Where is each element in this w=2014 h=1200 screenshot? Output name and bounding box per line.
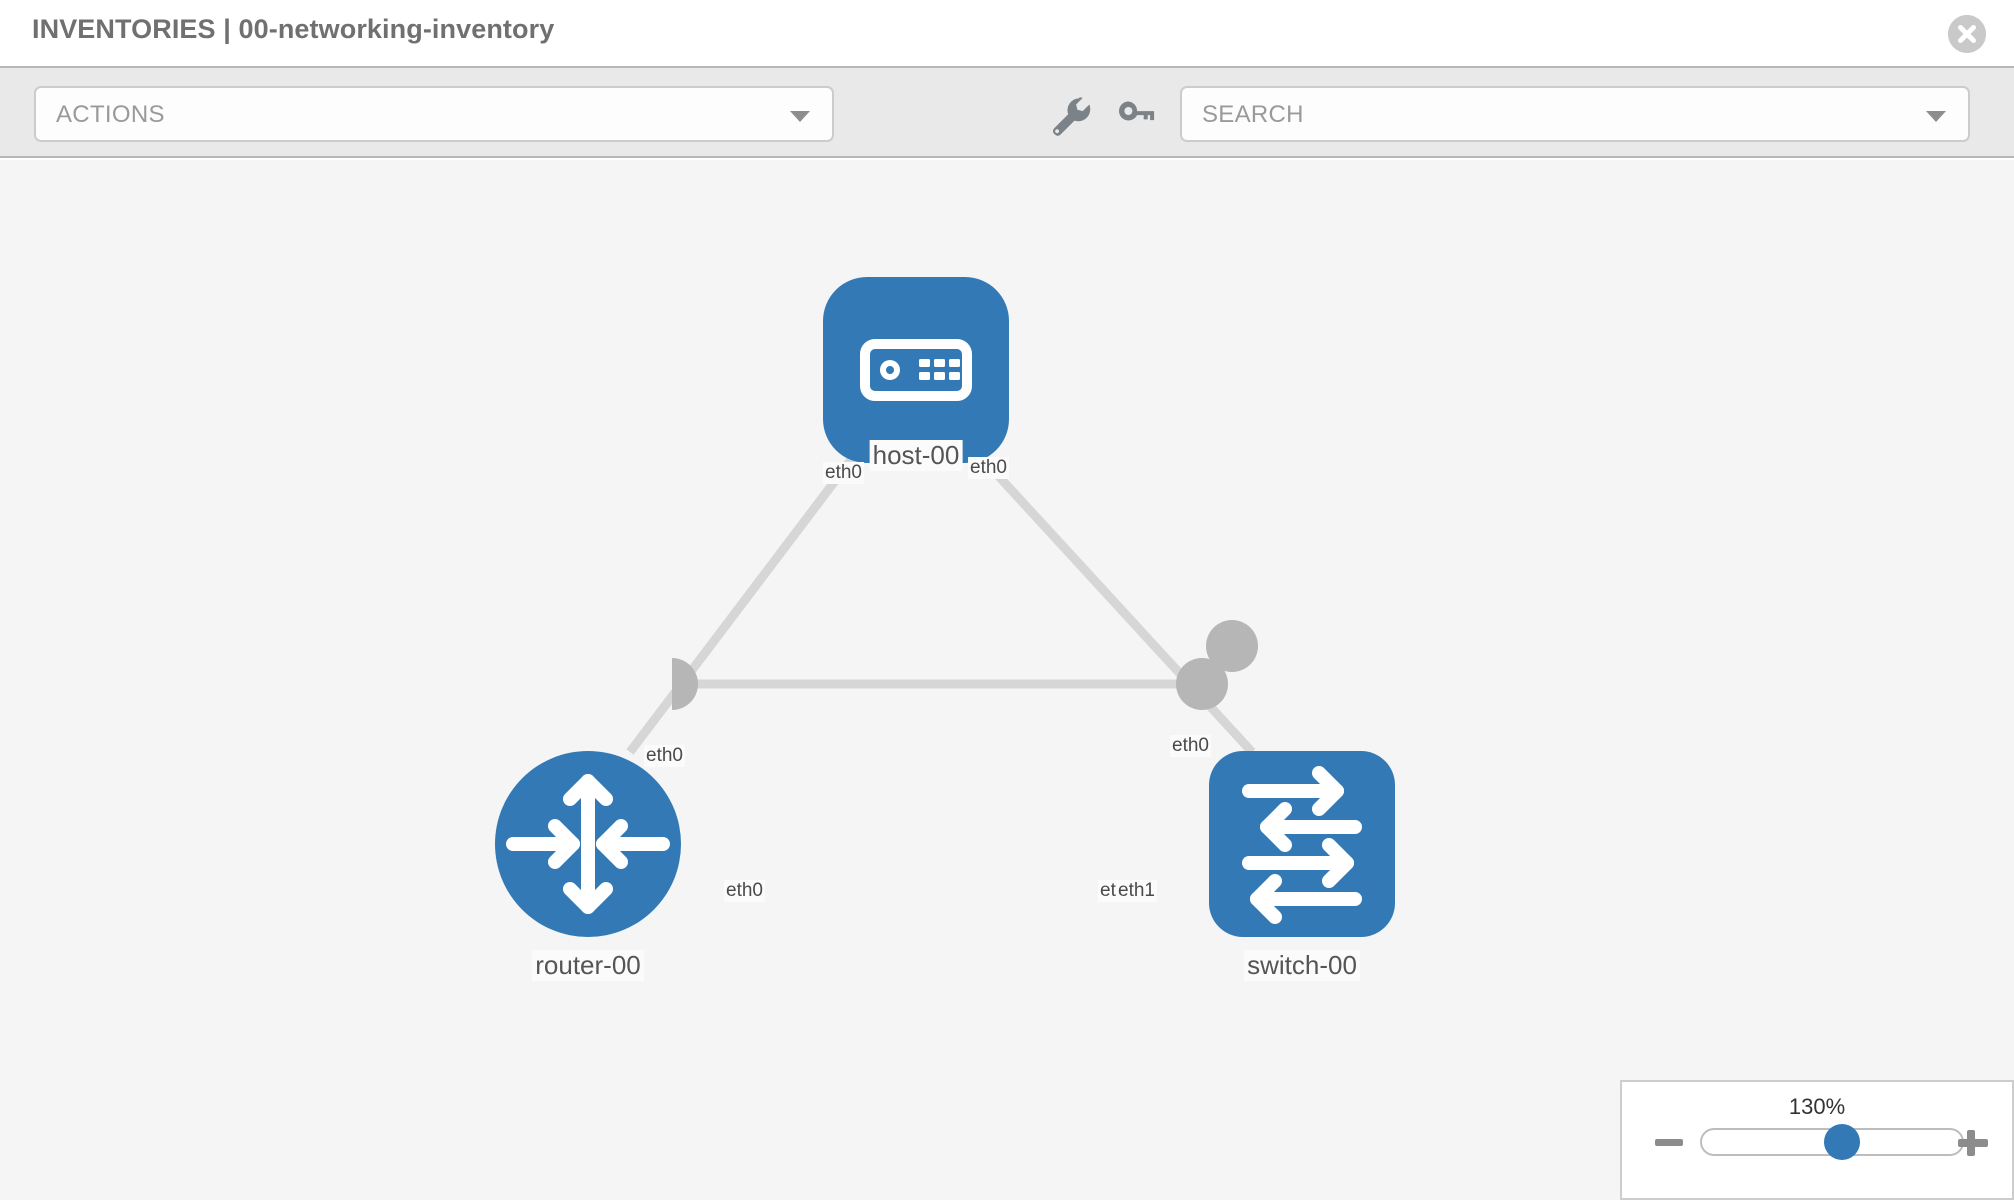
iface-label-router00-eth0: eth0 bbox=[724, 880, 765, 902]
node-label-router-00: router-00 bbox=[532, 950, 644, 981]
minus-icon-bar bbox=[1655, 1139, 1683, 1146]
plus-icon-bar-vertical bbox=[1967, 1130, 1975, 1156]
node-label-switch-00: switch-00 bbox=[1244, 950, 1360, 981]
zoom-control: 130% bbox=[1620, 1080, 2014, 1200]
search-input-placeholder: SEARCH bbox=[1202, 101, 1304, 128]
iface-label-switch00-eth0-uplink: eth0 bbox=[1170, 735, 1211, 757]
plus-icon[interactable] bbox=[1956, 1126, 1990, 1160]
iface-label-host00-eth0-right: eth0 bbox=[968, 457, 1009, 479]
page-title: INVENTORIES | 00-networking-inventory bbox=[32, 14, 555, 44]
search-input[interactable]: SEARCH bbox=[1180, 86, 1970, 142]
page-header: INVENTORIES | 00-networking-inventory bbox=[0, 0, 2014, 68]
minus-icon[interactable] bbox=[1652, 1126, 1686, 1160]
link-host00-router00 bbox=[626, 429, 876, 755]
key-icon[interactable] bbox=[1112, 92, 1158, 138]
wrench-icon[interactable] bbox=[1046, 92, 1092, 138]
node-label-host-00: host-00 bbox=[869, 440, 963, 471]
iface-label-host00-eth0-left: eth0 bbox=[823, 462, 864, 484]
actions-dropdown-label: ACTIONS bbox=[56, 101, 165, 128]
node-host-00 bbox=[823, 277, 1009, 463]
topology-canvas[interactable]: host-00 router-00 switch-00 eth0 eth0 et… bbox=[0, 160, 2014, 1200]
actions-dropdown[interactable]: ACTIONS bbox=[34, 86, 834, 142]
iface-label-switch00-eth1: eth1 bbox=[1116, 880, 1157, 902]
chevron-down-icon bbox=[1926, 111, 1946, 122]
chevron-down-icon bbox=[790, 111, 810, 122]
port-router00-eth0-right bbox=[672, 658, 698, 710]
node-router-00 bbox=[495, 751, 681, 937]
port-switch00-eth1 bbox=[1176, 658, 1228, 710]
node-switch-00 bbox=[1209, 751, 1395, 937]
zoom-slider-thumb[interactable] bbox=[1824, 1124, 1860, 1160]
toolbar: ACTIONS SEARCH bbox=[0, 68, 2014, 158]
topology-links bbox=[626, 428, 1256, 756]
iface-label-router00-eth0-uplink: eth0 bbox=[644, 745, 685, 767]
zoom-percent-label: 130% bbox=[1788, 1094, 1846, 1119]
port-switch00-eth0 bbox=[1206, 620, 1258, 672]
close-icon[interactable] bbox=[1948, 15, 1986, 53]
